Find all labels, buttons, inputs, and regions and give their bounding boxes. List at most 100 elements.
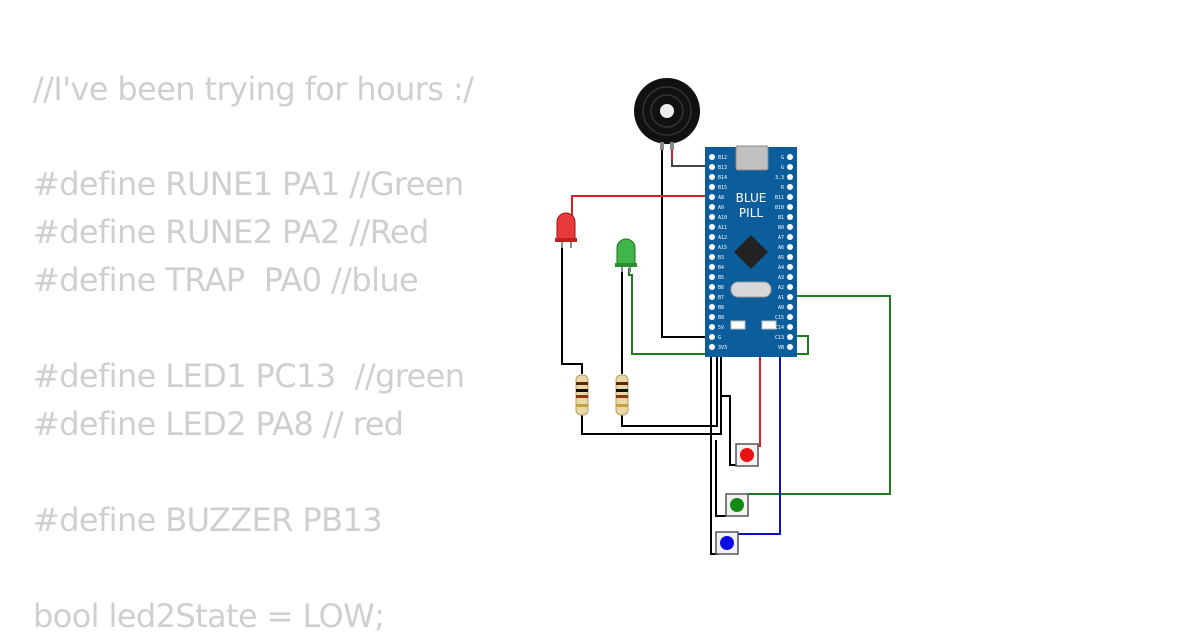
pin-label: B4 xyxy=(718,265,724,271)
resistor-2 xyxy=(615,374,629,416)
blue-pill-board: BLUE PILL xyxy=(705,145,797,357)
pin-hole xyxy=(709,204,715,210)
code-panel: //I've been trying for hours :/ #define … xyxy=(33,0,553,635)
red-led xyxy=(555,212,577,248)
code-line: bool led2State = LOW; xyxy=(33,597,385,635)
pin-hole xyxy=(709,244,715,250)
pin-hole xyxy=(787,234,793,240)
pin-hole xyxy=(709,324,715,330)
pin-hole xyxy=(709,304,715,310)
pin-hole xyxy=(787,264,793,270)
wire-gnd-btn-green xyxy=(715,440,726,517)
pin-label: A2 xyxy=(778,285,784,291)
code-line: #define LED1 PC13 //green xyxy=(33,357,465,395)
pin-hole xyxy=(709,334,715,340)
pin-label: A12 xyxy=(718,235,727,241)
pin-hole xyxy=(709,234,715,240)
pin-label: A1 xyxy=(778,295,784,301)
pin-hole xyxy=(709,194,715,200)
code-line: #define BUZZER PB13 xyxy=(33,501,383,539)
pin-hole xyxy=(709,184,715,190)
pin-hole xyxy=(709,294,715,300)
right-pin-labels: G G 3.3 R B11 B10 B1 B0 A7 A6 A5 A4 A3 A… xyxy=(775,155,785,351)
pin-hole xyxy=(787,314,793,320)
pin-label: 5V xyxy=(718,325,724,331)
pin-label: B7 xyxy=(718,295,724,301)
wire-resistor2-gnd xyxy=(621,340,718,427)
pin-hole xyxy=(787,154,793,160)
pin-hole xyxy=(709,264,715,270)
button-blue[interactable] xyxy=(715,531,739,555)
wire-red-led xyxy=(571,195,713,218)
pin-hole xyxy=(787,294,793,300)
wire-buzzer-black xyxy=(661,130,713,338)
green-led xyxy=(615,238,637,272)
wire-red-led-cathode xyxy=(561,240,583,374)
button-green[interactable] xyxy=(725,493,749,517)
resistor-1 xyxy=(575,374,589,416)
pin-hole xyxy=(709,254,715,260)
left-pin-header xyxy=(709,154,715,350)
code-line: #define TRAP PA0 //blue xyxy=(33,261,419,299)
pin-label: A3 xyxy=(778,275,784,281)
pin-hole xyxy=(787,324,793,330)
pin-hole xyxy=(787,254,793,260)
pin-label: A4 xyxy=(778,265,784,271)
pin-hole xyxy=(787,284,793,290)
pin-label: 3V3 xyxy=(718,345,727,351)
button-red[interactable] xyxy=(735,443,759,467)
pin-hole xyxy=(787,304,793,310)
pin-label: B9 xyxy=(718,315,724,321)
pin-label: B10 xyxy=(775,205,784,211)
pin-label: B8 xyxy=(718,305,724,311)
code-line: #define LED2 PA8 // red xyxy=(33,405,404,443)
pin-label: A10 xyxy=(718,215,727,221)
pin-label: B1 xyxy=(778,215,784,221)
pin-hole xyxy=(787,224,793,230)
code-line: #define RUNE1 PA1 //Green xyxy=(33,165,464,203)
pin-hole xyxy=(709,224,715,230)
pin-label: 3.3 xyxy=(775,175,784,181)
pin-label: A5 xyxy=(778,255,784,261)
board-label-line2: PILL xyxy=(739,206,763,220)
pin-label: B11 xyxy=(775,195,784,201)
pin-label: B5 xyxy=(718,275,724,281)
pin-label: A8 xyxy=(718,195,724,201)
pin-label: G xyxy=(781,155,784,161)
reset-button xyxy=(730,320,746,330)
pin-label: A15 xyxy=(718,245,727,251)
pin-hole xyxy=(709,284,715,290)
code-line: //I've been trying for hours :/ xyxy=(33,70,474,108)
pin-hole xyxy=(787,344,793,350)
pin-label: A11 xyxy=(718,225,727,231)
pin-label: A0 xyxy=(778,305,784,311)
pin-label: B0 xyxy=(778,225,784,231)
mcu-chip xyxy=(734,235,768,269)
pin-label: A9 xyxy=(718,205,724,211)
left-pin-labels: B12 B13 B14 B15 A8 A9 A10 A11 A12 A15 B3… xyxy=(718,155,727,351)
pin-label: R xyxy=(781,185,785,191)
board-label-line1: BLUE xyxy=(736,191,767,205)
pin-label: C13 xyxy=(775,335,784,341)
pin-label: B6 xyxy=(718,285,724,291)
crystal xyxy=(730,281,772,298)
pin-label: C15 xyxy=(775,315,784,321)
pin-hole xyxy=(787,164,793,170)
pin-hole xyxy=(787,334,793,340)
pin-label: B15 xyxy=(718,185,727,191)
pin-hole xyxy=(787,274,793,280)
pin-hole xyxy=(787,214,793,220)
pin-hole xyxy=(787,184,793,190)
code-line: #define RUNE2 PA2 //Red xyxy=(33,213,429,251)
pin-hole xyxy=(709,154,715,160)
pin-label: C14 xyxy=(775,325,784,331)
pin-hole xyxy=(787,194,793,200)
pin-label: B12 xyxy=(718,155,727,161)
pin-hole xyxy=(709,174,715,180)
pin-hole xyxy=(709,214,715,220)
pin-label: G xyxy=(781,165,784,171)
boot-jumper xyxy=(761,320,777,330)
pin-label: A6 xyxy=(778,245,784,251)
pin-hole xyxy=(787,244,793,250)
